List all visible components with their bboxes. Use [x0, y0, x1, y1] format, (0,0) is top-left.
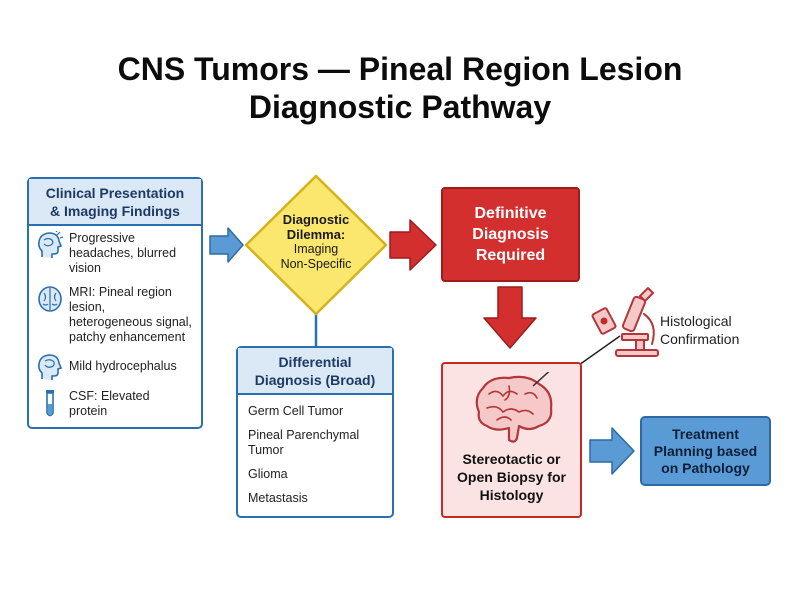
- biopsy-line-1: Stereotactic or: [462, 451, 561, 467]
- arrow-dilemma-to-definitive: [389, 219, 437, 271]
- finding-csf-line-1: CSF: Elevated: [69, 389, 150, 403]
- clinical-presentation-panel: Clinical Presentation & Imaging Findings…: [27, 177, 203, 429]
- finding-mri-line-4: patchy enhancement: [69, 330, 186, 344]
- title-line-1: CNS Tumors — Pineal Region Lesion: [117, 51, 683, 87]
- differential-diagnosis-panel: Differential Diagnosis (Broad) Germ Cell…: [236, 346, 394, 518]
- microscope-icon: [591, 287, 659, 357]
- biopsy-box: Stereotactic or Open Biopsy for Histolog…: [441, 362, 582, 518]
- arrow-definitive-to-biopsy: [483, 286, 537, 349]
- differential-item-metastasis: Metastasis: [248, 491, 386, 506]
- treatment-line-2: Planning based: [653, 442, 758, 459]
- dilemma-line-3: Imaging: [293, 242, 339, 256]
- finding-headaches-line-1: Progressive: [69, 231, 135, 245]
- biopsy-line-2: Open Biopsy for: [457, 469, 566, 485]
- finding-mri-line-3: heterogeneous signal,: [69, 315, 193, 329]
- brain-mri-icon: [38, 286, 62, 312]
- finding-mri-line-1: MRI: Pineal region: [69, 285, 172, 299]
- head-pain-icon: [38, 231, 63, 258]
- finding-headaches-line-3: vision: [69, 261, 101, 275]
- clinical-panel-header: Clinical Presentation & Imaging Findings: [29, 179, 201, 226]
- dilemma-line-1: Diagnostic: [282, 212, 350, 227]
- head-profile-icon: [38, 354, 63, 380]
- clinical-header-line-1: Clinical Presentation: [45, 185, 185, 201]
- dilemma-line-4: Non-Specific: [280, 257, 352, 271]
- title-line-2: Diagnostic Pathway: [248, 89, 552, 125]
- differential-item-4-line-1: Metastasis: [248, 491, 308, 505]
- differential-item-pineal-parenchymal: Pineal Parenchymal Tumor: [248, 428, 386, 458]
- definitive-line-1: Definitive: [474, 205, 547, 222]
- differential-item-2-line-1: Pineal Parenchymal: [248, 428, 360, 442]
- differential-item-2-line-2: Tumor: [248, 443, 284, 457]
- diagram-title: CNS Tumors — Pineal Region Lesion Diagno…: [0, 50, 800, 126]
- differential-item-1-line-1: Germ Cell Tumor: [248, 404, 344, 418]
- finding-headaches-line-2: headaches, blurred: [69, 246, 177, 260]
- definitive-diagnosis-box: Definitive Diagnosis Required: [441, 187, 580, 282]
- biopsy-text: Stereotactic or Open Biopsy for Histolog…: [443, 450, 580, 504]
- differential-item-germ-cell: Germ Cell Tumor: [248, 404, 386, 419]
- differential-item-glioma: Glioma: [248, 467, 386, 482]
- differential-header-line-1: Differential: [278, 354, 352, 370]
- treatment-line-1: Treatment: [672, 425, 739, 442]
- brain-icon: [475, 372, 553, 443]
- differential-panel-header: Differential Diagnosis (Broad): [238, 348, 392, 395]
- diagnostic-dilemma-text: Diagnostic Dilemma: Imaging Non-Specific: [254, 212, 378, 272]
- finding-hydrocephalus: Mild hydrocephalus: [37, 353, 197, 383]
- finding-headaches: Progressive headaches, blurred vision: [37, 231, 197, 276]
- finding-csf: CSF: Elevated protein: [37, 389, 197, 419]
- arrow-biopsy-to-treatment: [589, 427, 635, 475]
- definitive-line-2: Diagnosis: [472, 226, 549, 243]
- treatment-line-3: on Pathology: [661, 459, 750, 476]
- test-tube-icon: [46, 390, 54, 417]
- definitive-line-3: Required: [475, 247, 546, 264]
- differential-item-3-line-1: Glioma: [248, 467, 288, 481]
- clinical-header-line-2: & Imaging Findings: [50, 203, 180, 219]
- histology-line-2: Confirmation: [660, 331, 740, 347]
- histological-confirmation-label: Histological Confirmation: [660, 312, 739, 348]
- differential-header-line-2: Diagnosis (Broad): [254, 372, 376, 388]
- dilemma-line-2: Dilemma:: [286, 227, 346, 242]
- treatment-planning-box: Treatment Planning based on Pathology: [640, 416, 771, 486]
- finding-mri-line-2: lesion,: [69, 300, 106, 314]
- diagnostic-dilemma-diamond: [244, 174, 388, 316]
- histology-line-1: Histological: [660, 313, 732, 329]
- arrow-clinical-to-dilemma: [209, 227, 244, 263]
- finding-mri: MRI: Pineal region lesion, heterogeneous…: [37, 285, 197, 345]
- finding-hydrocephalus-line-1: Mild hydrocephalus: [69, 359, 177, 373]
- finding-csf-line-2: protein: [69, 404, 108, 418]
- biopsy-line-3: Histology: [479, 487, 544, 503]
